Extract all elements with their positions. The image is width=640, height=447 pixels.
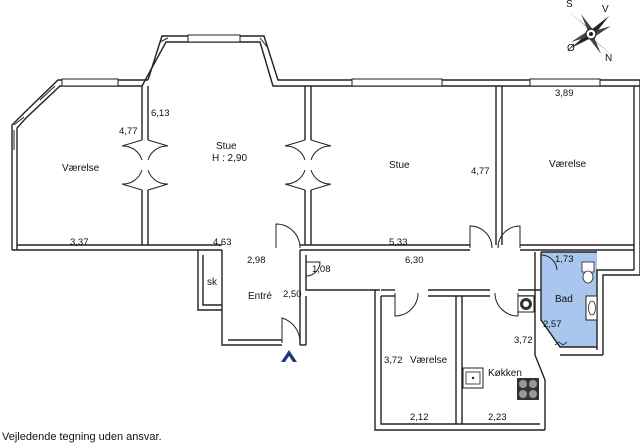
dim-389: 3,89: [555, 88, 574, 99]
dim-212: 2,12: [410, 412, 429, 423]
room-stue-right: Stue: [389, 160, 410, 171]
dim-613: 6,13: [151, 108, 170, 119]
room-stue-center: Stue: [216, 141, 237, 152]
room-entre: Entré: [248, 291, 272, 302]
toilet-icon: [581, 261, 595, 273]
room-vaerelse-left: Værelse: [62, 163, 100, 174]
room-bad: Bad: [555, 294, 573, 305]
dim-477-right: 4,77: [471, 166, 490, 177]
room-sk: sk: [207, 277, 218, 288]
compass-rose: [569, 12, 613, 56]
entrance-arrow: [281, 350, 297, 362]
dim-372-right: 3,72: [514, 335, 533, 346]
dim-477-left: 4,77: [119, 126, 138, 137]
room-vaerelse-small: Værelse: [410, 355, 448, 366]
doors: [121, 139, 558, 344]
dim-108: 1,08: [312, 264, 331, 275]
disclaimer-text: Vejledende tegning uden ansvar.: [2, 431, 162, 443]
compass-v: V: [602, 4, 609, 15]
dim-298: 2,98: [247, 255, 266, 266]
dim-630: 6,30: [405, 255, 424, 266]
fixtures: [462, 261, 598, 400]
dim-250: 2,50: [283, 289, 302, 300]
dim-337: 3,37: [70, 237, 89, 248]
windows: [13, 34, 601, 150]
compass-s: S: [566, 0, 573, 10]
dim-257: 2,57: [543, 319, 562, 330]
dim-463: 4,63: [213, 237, 232, 248]
dim-223: 2,23: [488, 412, 507, 423]
room-stue-height: H : 2,90: [212, 153, 247, 164]
dim-173: 1,73: [555, 254, 574, 265]
room-vaerelse-right: Værelse: [549, 159, 587, 170]
dim-372-left: 3,72: [384, 355, 403, 366]
outer-walls: [11, 35, 640, 431]
room-koekken: Køkken: [488, 368, 522, 379]
dim-533: 5,33: [389, 237, 408, 248]
compass-o: Ø: [567, 43, 575, 54]
bath-sink-icon: [585, 295, 598, 321]
compass-n: N: [605, 53, 612, 64]
